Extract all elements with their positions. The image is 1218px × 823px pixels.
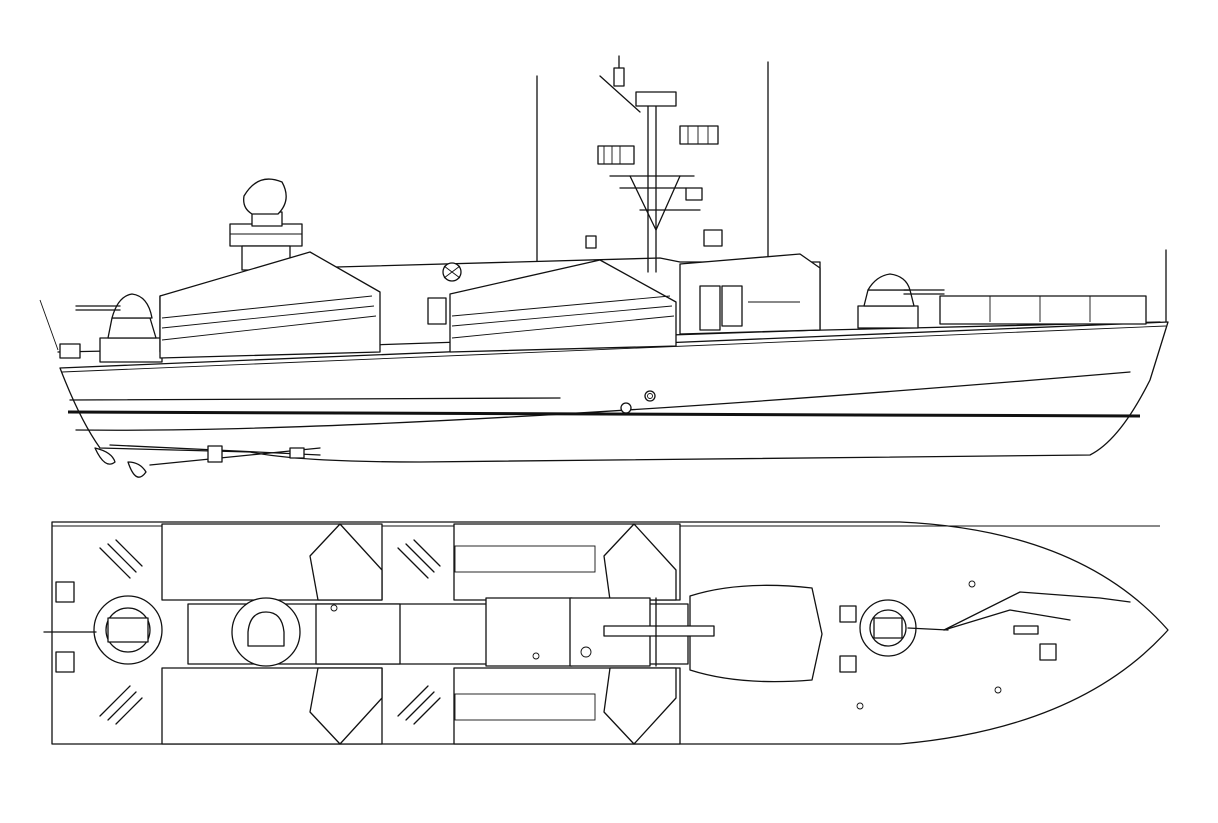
mast-icon xyxy=(585,55,723,273)
hull xyxy=(59,321,1169,463)
propeller-icon xyxy=(94,444,321,478)
radar-dome-icon xyxy=(229,178,303,271)
anchor-chain-icon xyxy=(943,591,1131,661)
top-plan-view xyxy=(43,521,1169,745)
whip-antenna xyxy=(536,61,1167,323)
gun-turret-icon xyxy=(39,293,163,363)
missile-container-icon xyxy=(159,251,677,359)
gun-turret-icon xyxy=(857,273,945,329)
